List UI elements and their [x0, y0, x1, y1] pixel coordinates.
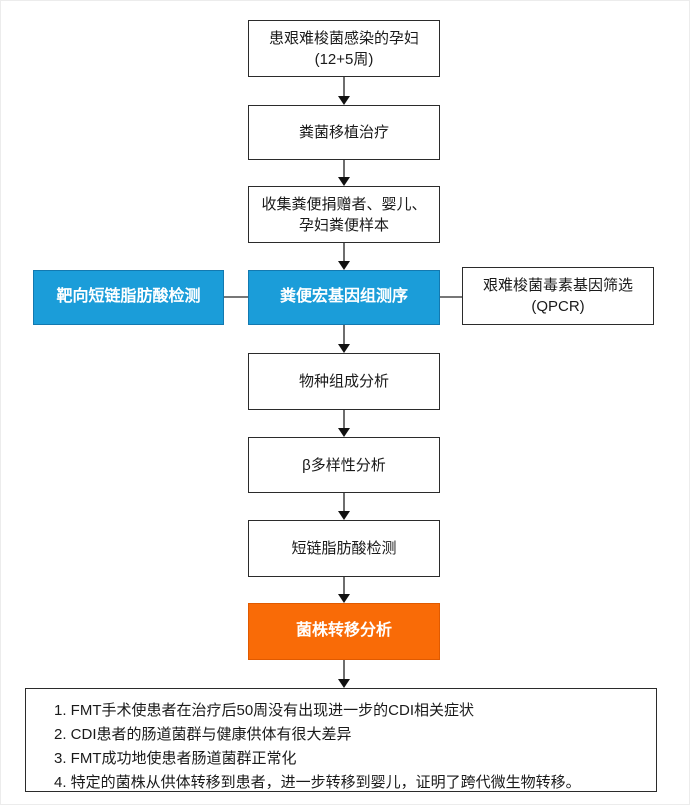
conclusion-line: 3. FMT成功地使患者肠道菌群正常化 [54, 750, 297, 767]
node-qpcr-screening: 艰难梭菌毒素基因筛选 (QPCR) [462, 267, 654, 325]
conclusion-line: 1. FMT手术使患者在治疗后50周没有出现进一步的CDI相关症状 [54, 702, 475, 719]
node-conclusions: 1. FMT手术使患者在治疗后50周没有出现进一步的CDI相关症状 2. CDI… [25, 688, 657, 792]
arrowhead-8 [338, 679, 350, 688]
arrowhead-5 [338, 428, 350, 437]
node-fmt-treatment: 粪菌移植治疗 [248, 105, 440, 160]
node-scfa-detection-label: 短链脂肪酸检测 [291, 540, 397, 557]
conclusion-line: 2. CDI患者的肠道菌群与健康供体有很大差异 [54, 726, 352, 743]
arrowhead-4 [338, 344, 350, 353]
node-targeted-scfa-label: 靶向短链脂肪酸检测 [56, 288, 201, 306]
node-collect-samples: 收集粪便捐赠者、婴儿、 孕妇粪便样本 [248, 186, 440, 243]
arrowhead-2 [338, 177, 350, 186]
node-strain-transfer-label: 菌株转移分析 [295, 622, 392, 640]
node-patient: 患艰难梭菌感染的孕妇 (12+5周) [248, 20, 440, 77]
arrowhead-1 [338, 96, 350, 105]
arrowhead-6 [338, 511, 350, 520]
node-metagenome-sequencing: 粪便宏基因组测序 [248, 270, 440, 325]
node-patient-label: 患艰难梭菌感染的孕妇 (12+5周) [268, 29, 419, 68]
node-species-composition-label: 物种组成分析 [298, 373, 389, 390]
node-species-composition: 物种组成分析 [248, 353, 440, 410]
node-metagenome-sequencing-label: 粪便宏基因组测序 [279, 288, 408, 306]
node-beta-diversity-label: β多样性分析 [302, 456, 386, 474]
node-fmt-treatment-label: 粪菌移植治疗 [298, 124, 389, 141]
node-qpcr-screening-label: 艰难梭菌毒素基因筛选 (QPCR) [482, 277, 633, 315]
arrowhead-3 [338, 261, 350, 270]
node-strain-transfer: 菌株转移分析 [248, 603, 440, 660]
arrowhead-7 [338, 594, 350, 603]
node-beta-diversity: β多样性分析 [248, 437, 440, 493]
conclusion-line: 4. 特定的菌株从供体转移到患者，进一步转移到婴儿，证明了跨代微生物转移。 [54, 774, 581, 791]
node-scfa-detection: 短链脂肪酸检测 [248, 520, 440, 577]
node-collect-samples-label: 收集粪便捐赠者、婴儿、 孕妇粪便样本 [261, 195, 427, 234]
node-targeted-scfa: 靶向短链脂肪酸检测 [33, 270, 224, 325]
